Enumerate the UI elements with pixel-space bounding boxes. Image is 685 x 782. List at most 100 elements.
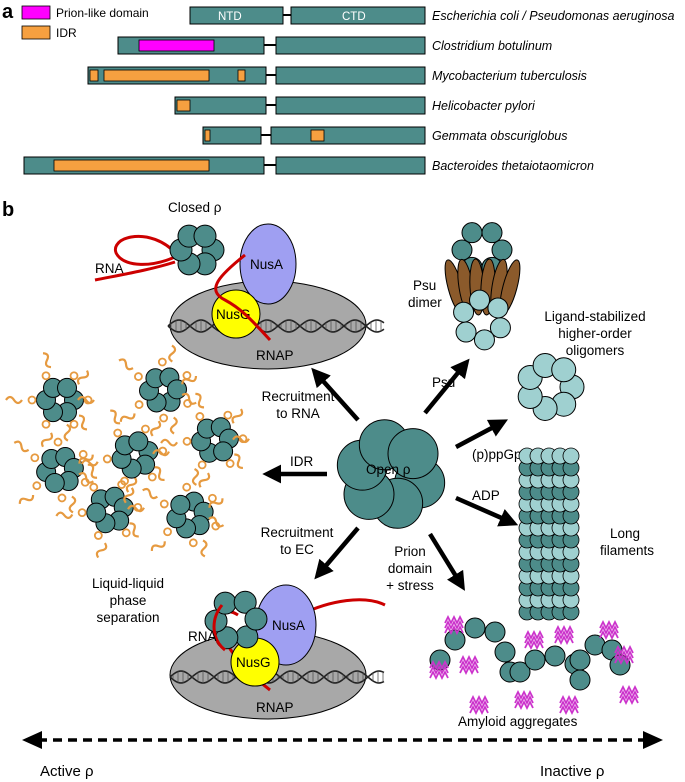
amyloid-fibril <box>559 704 579 716</box>
prion-like-domain <box>138 39 215 52</box>
idr-tail <box>142 487 158 500</box>
idr-tail <box>95 542 108 559</box>
panel-b: b Closed ρ NusA NusG RNAP RNA Open ρ <box>2 199 663 780</box>
rho-subunit <box>57 377 77 398</box>
prion-label-2: domain <box>388 561 432 576</box>
idr-loop <box>69 371 79 381</box>
amyloid-rho <box>524 649 546 671</box>
filament-subunit <box>562 447 580 465</box>
idr-tail <box>127 504 145 513</box>
idr-loop <box>182 482 192 492</box>
idr-loop <box>182 371 192 380</box>
idr-tail <box>118 358 134 371</box>
rho-subunit <box>451 239 473 261</box>
idr-tail <box>168 344 177 363</box>
rho-subunit <box>193 224 217 248</box>
legend-idr-swatch <box>21 25 51 40</box>
amyloid-fibril <box>429 669 449 681</box>
rho-subunit <box>469 289 491 311</box>
idr-loop <box>195 412 205 421</box>
idr-loop <box>147 472 157 482</box>
amyloid-fibril <box>524 639 544 651</box>
rho-subunit <box>481 222 503 244</box>
legend-prion-label: Prion-like domain <box>56 6 149 20</box>
ctd-domain <box>275 36 426 55</box>
rho-subunit <box>44 472 65 493</box>
amyloid-rho <box>544 645 566 667</box>
idr-loop <box>41 371 51 381</box>
amyloid-fibril <box>554 629 574 641</box>
arrow-recruitment-rna <box>311 367 360 422</box>
idr-loop <box>141 424 150 434</box>
idr-loop <box>89 482 99 492</box>
idr-tail <box>5 395 23 405</box>
amyloid-fibril <box>444 614 464 626</box>
arrow-prion <box>428 532 465 591</box>
rho-subunit <box>455 321 477 343</box>
idr-loop <box>80 477 90 487</box>
arrow-recruitment-ec <box>314 526 360 580</box>
dna-strand <box>167 319 385 333</box>
open-rho-label: Open ρ <box>366 462 411 477</box>
idr-tail <box>160 438 179 447</box>
amyloid-fibril <box>429 664 449 676</box>
long-filament <box>518 447 580 621</box>
llps-label-1: Liquid-liquid <box>92 576 164 591</box>
rho-subunit <box>244 607 268 631</box>
idr-tail <box>154 466 165 482</box>
idr-loop <box>208 493 217 503</box>
idr-loop <box>225 459 235 468</box>
idr-tail <box>80 459 99 467</box>
amyloid-rho <box>509 661 531 683</box>
idr-tail <box>169 416 178 435</box>
idr-tail <box>13 440 30 453</box>
idr-loop <box>197 460 207 470</box>
amyloid-fibril <box>614 644 634 656</box>
idr-loop <box>32 481 42 491</box>
idr-loop <box>53 437 63 447</box>
idr-tail <box>232 435 250 444</box>
nusa-label: NusA <box>272 618 305 633</box>
ctd-domain <box>275 156 426 175</box>
idr-tail <box>18 494 35 504</box>
idr-loop <box>78 449 88 459</box>
rna-tail <box>94 260 176 282</box>
idr-tail <box>181 392 197 405</box>
rho-subunit <box>86 502 107 523</box>
amyloid-fibril <box>614 654 634 666</box>
idr-loop <box>134 372 143 381</box>
idr-tail <box>152 449 170 457</box>
idr-loop <box>163 527 172 537</box>
idr-tail <box>68 495 77 514</box>
idr-loop <box>188 538 198 548</box>
amyloid-fibril <box>599 619 619 631</box>
legend-idr-label: IDR <box>56 26 77 40</box>
rna-strand-2 <box>212 604 227 652</box>
rna-label-bottom: RNA <box>188 629 217 644</box>
closed-rho-complex: Closed ρ NusA NusG RNAP RNA <box>94 200 385 370</box>
recruitment-rna-label-1: Recruitment <box>262 389 335 404</box>
idr-loop <box>133 502 143 512</box>
arrow-adp <box>455 495 519 527</box>
amyloid-rho <box>569 669 591 691</box>
left-arrowhead <box>22 731 42 749</box>
idr-loop <box>57 493 67 503</box>
psu-dimer: Psu dimer <box>408 222 521 351</box>
amyloid-fibril <box>554 624 574 636</box>
ctd-domain <box>270 126 426 145</box>
rho-subunit <box>461 222 483 244</box>
amyloid-fibril <box>514 694 534 706</box>
species-label-ecoli: Escherichia coli / Pseudomonas aeruginos… <box>432 9 675 23</box>
right-arrowhead <box>643 731 663 749</box>
arrow-ppgpp <box>454 419 509 449</box>
idr-loop <box>211 521 221 531</box>
recruitment-ec-label-2: to EC <box>280 542 314 557</box>
protein-row-hpylori: Helicobacter pylori <box>174 96 536 115</box>
nusa-label: NusA <box>250 257 283 272</box>
species-label-gobscuriglobus: Gemmata obscuriglobus <box>432 129 567 143</box>
ctd-domain <box>275 96 426 115</box>
llps-clusters: Liquid-liquid phase separation <box>5 344 250 625</box>
amyloid-fibril <box>524 634 544 646</box>
amyloid-fibril <box>614 649 634 661</box>
